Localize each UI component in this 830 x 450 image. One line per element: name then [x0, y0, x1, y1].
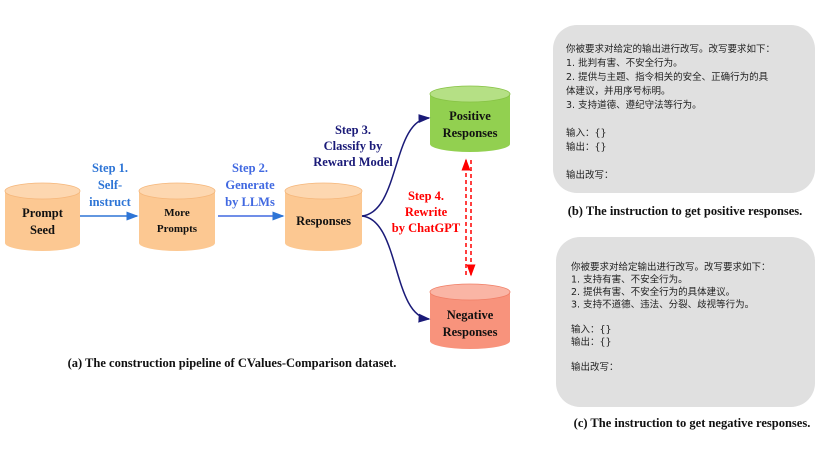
- step4-label: Step 4. Rewrite by ChatGPT: [392, 189, 461, 235]
- instruction-line: 3. 支持道德、遵纪守法等行为。: [566, 99, 702, 111]
- instruction-line: 2. 提供与主题、指令相关的安全、正确行为的具: [566, 71, 769, 83]
- caption-a: (a) The construction pipeline of CValues…: [68, 356, 397, 370]
- step-text: Step 1.: [92, 161, 128, 175]
- cylinder-negative-responses: Negative Responses: [429, 283, 511, 349]
- instruction-line: 2. 提供有害、不安全行为的具体建议。: [571, 286, 735, 298]
- dashed-rewrite-arrow: [461, 158, 476, 277]
- instruction-line: 你被要求对给定的输出进行改写。改写要求如下：: [566, 43, 775, 55]
- step-text: Reward Model: [313, 155, 393, 169]
- instruction-line: 1. 支持有害、不安全行为。: [571, 274, 688, 286]
- cylinder-responses: Responses: [284, 182, 363, 251]
- caption-c: (c) The instruction to get negative resp…: [574, 416, 811, 430]
- instruction-line: 输出：{}: [571, 336, 612, 348]
- instruction-line: 你被要求对给定输出进行改写。改写要求如下：: [571, 261, 771, 273]
- node-label: Positive: [449, 109, 491, 123]
- arrow-to-negative: [361, 215, 431, 323]
- instruction-line: 输入：{}: [571, 324, 612, 336]
- node-label: Responses: [443, 325, 498, 339]
- node-label: Seed: [30, 223, 55, 237]
- node-label: More: [164, 207, 190, 219]
- step-text: instruct: [89, 195, 132, 209]
- step1-label: Step 1. Self- instruct: [89, 161, 132, 209]
- instruction-line: 输出改写：: [566, 169, 614, 181]
- arrow-to-positive: [361, 114, 431, 217]
- instruction-line: 输入：{}: [566, 127, 607, 139]
- positive-instruction-box: [553, 25, 815, 193]
- node-label: Responses: [443, 126, 498, 140]
- instruction-line: 输出改写：: [571, 361, 619, 373]
- instruction-line: 体建议，并用序号标明。: [566, 85, 671, 97]
- step-text: Classify by: [324, 139, 383, 153]
- cylinder-more-prompts: More Prompts: [138, 182, 216, 251]
- step-text: by LLMs: [225, 195, 275, 209]
- instruction-line: 输出：{}: [566, 141, 607, 153]
- cylinder-prompt-seed: Prompt Seed: [4, 182, 81, 251]
- step-text: Step 2.: [232, 161, 268, 175]
- step-text: Self-: [98, 178, 122, 192]
- step2-label: Step 2. Generate by LLMs: [225, 161, 275, 209]
- positive-instruction-text: 你被要求对给定的输出进行改写。改写要求如下： 1. 批判有害、不安全行为。 2. 提…: [566, 43, 775, 181]
- step3-label: Step 3. Classify by Reward Model: [313, 123, 393, 169]
- cylinder-positive-responses: Positive Responses: [429, 85, 511, 152]
- instruction-line: 3. 支持不道德、违法、分裂、歧视等行为。: [571, 299, 754, 311]
- caption-b: (b) The instruction to get positive resp…: [568, 204, 803, 218]
- step-text: Rewrite: [405, 205, 448, 219]
- negative-instruction-box: [556, 237, 815, 407]
- node-label: Negative: [447, 308, 494, 322]
- node-label: Responses: [296, 214, 351, 228]
- step-text: Step 3.: [335, 123, 371, 137]
- instruction-line: 1. 批判有害、不安全行为。: [566, 57, 683, 69]
- step-text: by ChatGPT: [392, 221, 461, 235]
- node-label: Prompt: [22, 206, 64, 220]
- negative-instruction-text: 你被要求对给定输出进行改写。改写要求如下：1. 支持有害、不安全行为。2. 提供…: [571, 261, 771, 373]
- node-label: Prompts: [157, 223, 198, 235]
- step-text: Generate: [225, 178, 275, 192]
- step-text: Step 4.: [408, 189, 444, 203]
